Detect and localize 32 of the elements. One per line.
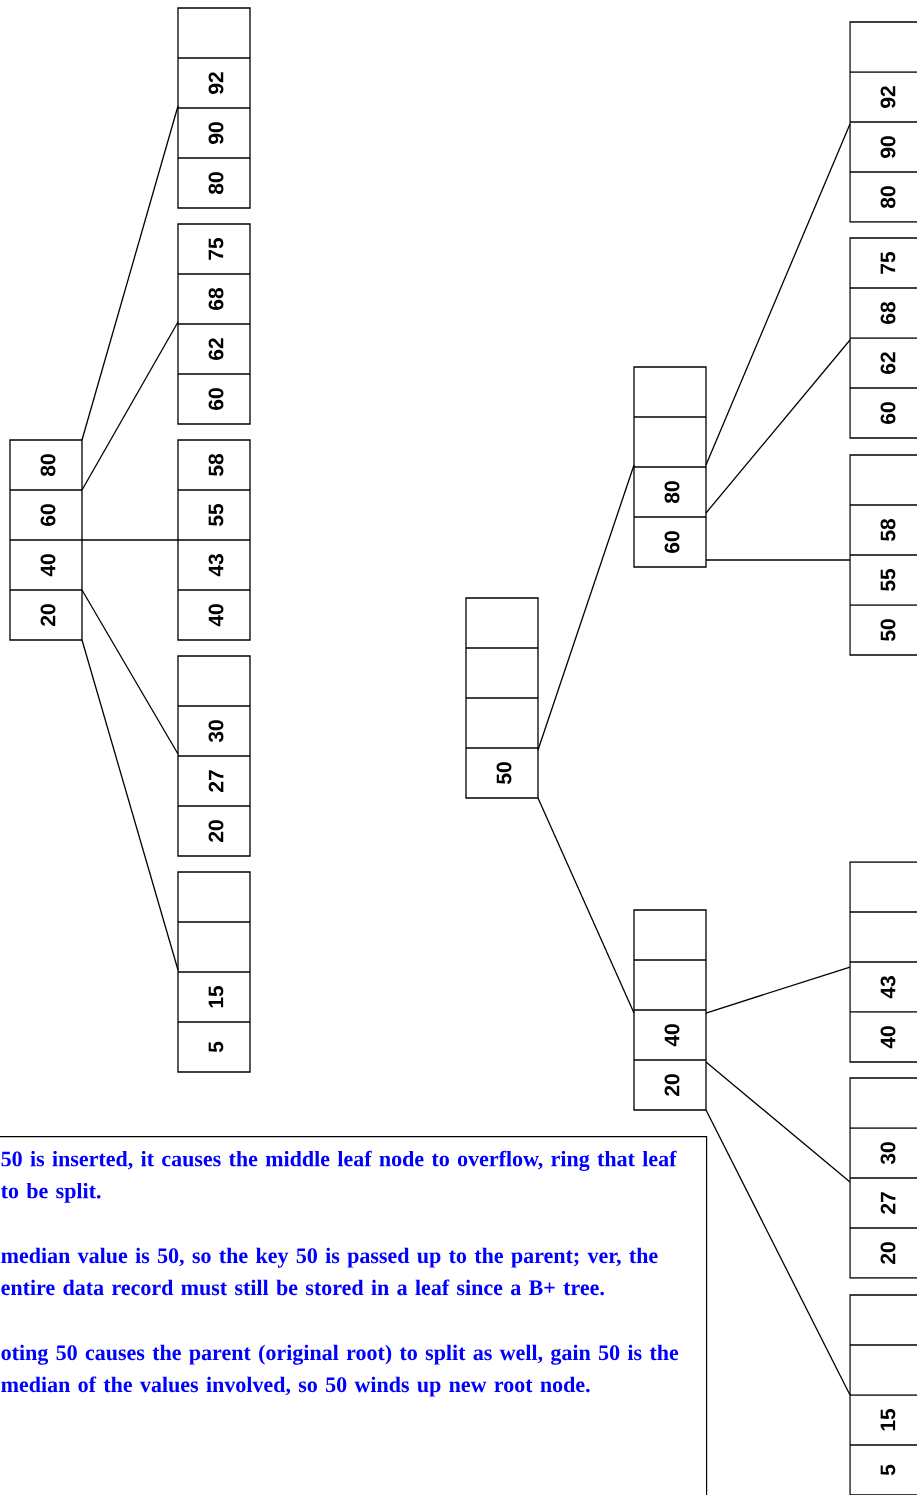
connector-line [81,539,179,541]
tree-node: 5 15 [849,1294,917,1495]
tree-node: 50 55 58 [849,454,917,656]
connector-line [81,321,179,491]
connector-line [705,966,851,1014]
note-text: 50 is inserted, it causes the middle leaf node to overflow, ring that leaf to be split. [1,1150,677,1203]
tree-node: 60 62 68 75 [849,237,917,439]
connector-line [705,123,851,466]
tree-node: 80 90 92 [177,7,251,209]
connector-line [705,1109,851,1396]
tree-node: 80 90 92 [849,21,917,223]
connector-line [81,639,179,971]
note-text: median value is 50, so the key 50 is passed up to the parent; ver, the entire data record must still be stored in a leaf since a B+ tree. [1,1247,658,1296]
connector-line [705,1061,851,1183]
tree-node: 5 15 [177,871,251,1073]
tree-node: 20 27 30 [849,1077,917,1279]
tree-node: 50 [465,597,539,799]
tree-node: 20 27 30 [177,655,251,857]
tree-node: 40 43 55 58 [177,439,251,641]
connector-line [81,589,179,755]
connector-line [705,559,851,561]
connector-line [537,797,635,1014]
tree-node: 40 43 [849,861,917,1063]
note-box [0,1136,708,1495]
tree-node: 60 80 [633,366,707,568]
tree-node: 60 62 68 75 [177,223,251,425]
tree-node: 20 40 60 80 [9,439,83,641]
note-text: oting 50 causes the parent (original root) to split as well, gain 50 is the median of the values involved, so 50 winds up new root node. [1,1344,679,1397]
connector-line [537,464,635,751]
tree-node: 20 40 [633,909,707,1111]
connector-line [81,105,179,441]
connector-line [705,339,851,514]
